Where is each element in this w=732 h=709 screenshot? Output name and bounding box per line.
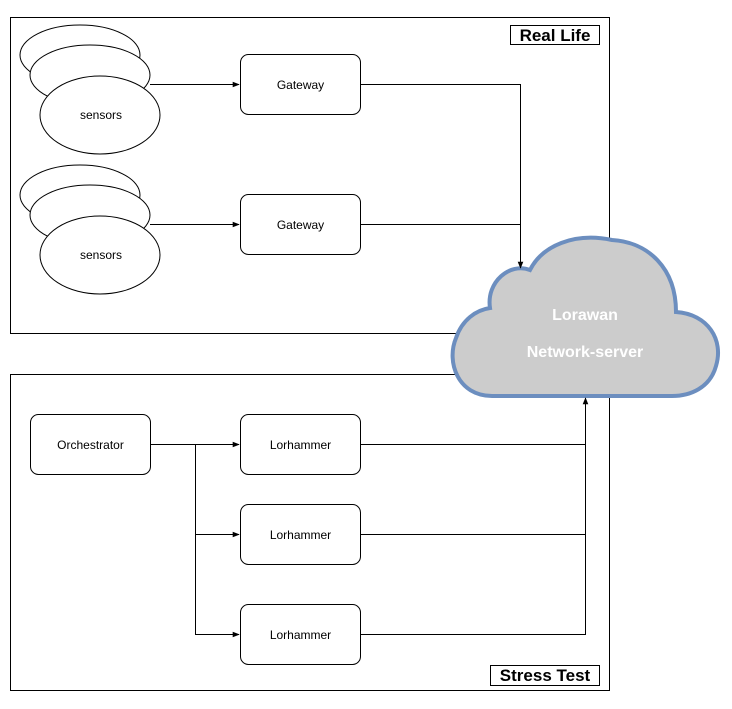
real-life-label-box [510,25,600,45]
sensors-group-2: sensors [19,164,161,295]
cloud-label-line2: Network-server [527,344,644,361]
orchestrator-label: Orchestrator [57,438,124,452]
cloud-label-line1: Lorawan [552,307,618,324]
edge-orchestrator-lorhammer-3 [195,534,240,638]
orchestrator-node: Orchestrator [30,414,151,475]
gateway-label: Gateway [277,218,324,232]
stress-test-label: Stress Test [500,666,591,685]
gateway-node-1: Gateway [240,54,361,115]
lorhammer-node-3: Lorhammer [240,604,361,665]
stress-test-label-box [490,665,600,686]
lorhammer-label: Lorhammer [270,628,331,642]
real-life-label: Real Life [520,26,591,45]
sensors-group-1: sensors [19,24,161,155]
gateway-label: Gateway [277,78,324,92]
edge-lorhammer-3-network-server [361,397,589,635]
network-server-cloud: Lorawan Network-server [450,235,720,398]
sensors-label: sensors [80,248,122,262]
cloud-shape [450,235,720,398]
lorhammer-label: Lorhammer [270,438,331,452]
edge-gateway-1-network-server [361,84,524,269]
gateway-node-2: Gateway [240,194,361,255]
lorhammer-label: Lorhammer [270,528,331,542]
sensors-label: sensors [80,108,122,122]
lorhammer-node-1: Lorhammer [240,414,361,475]
lorhammer-node-2: Lorhammer [240,504,361,565]
